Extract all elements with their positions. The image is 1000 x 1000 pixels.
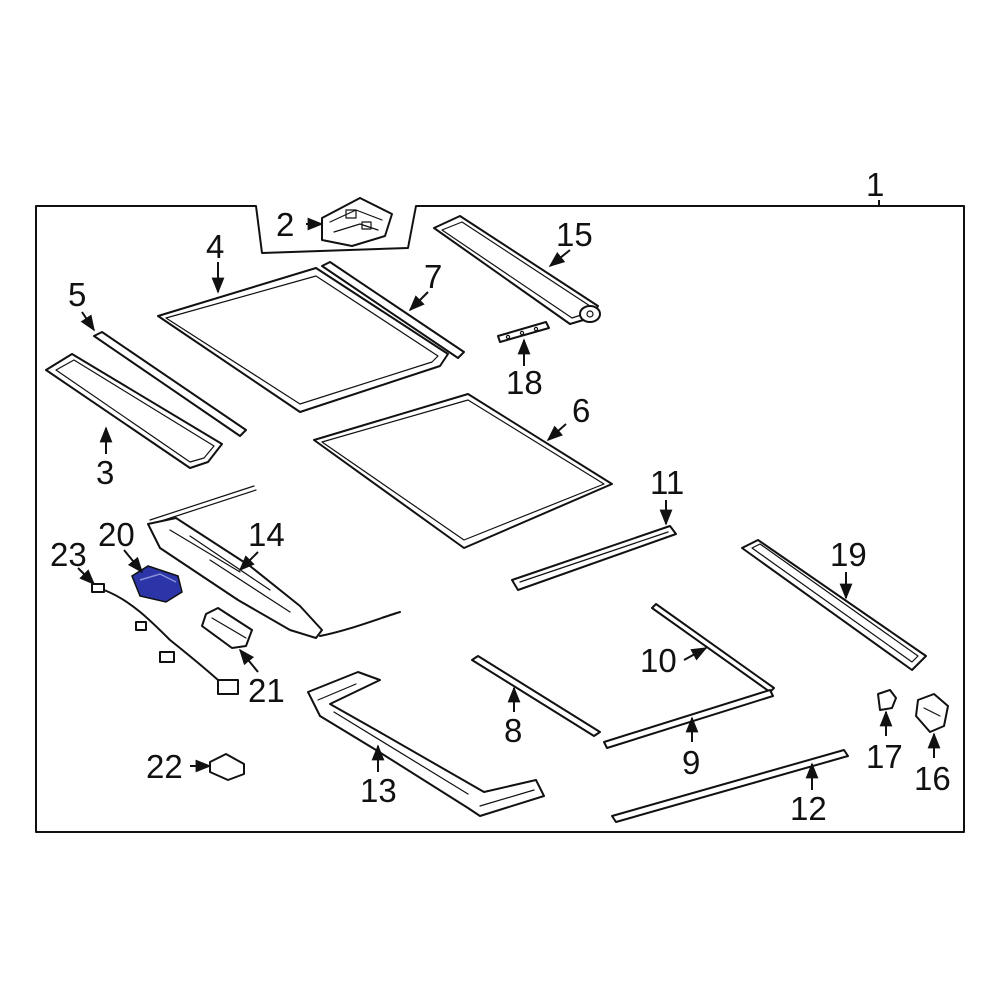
leader-23 — [77, 567, 96, 586]
callout-15: 15 — [556, 216, 593, 253]
callout-9: 9 — [682, 744, 700, 781]
part-21-control-module — [201, 607, 253, 649]
callout-21: 21 — [248, 672, 285, 709]
callout-1: 1 — [866, 166, 884, 203]
leader-5 — [80, 311, 95, 332]
leader-15 — [548, 249, 571, 267]
leader-10 — [683, 647, 708, 661]
part-15-sunshade — [433, 215, 601, 325]
callout-11: 11 — [650, 464, 684, 501]
callout-3: 3 — [96, 454, 114, 491]
callout-8: 8 — [504, 712, 522, 749]
part-12-trim-strip — [611, 749, 849, 823]
part-3-rear-glass — [45, 353, 223, 469]
callout-16: 16 — [914, 760, 951, 797]
callout-2: 2 — [276, 206, 294, 243]
callout-4: 4 — [206, 228, 224, 265]
part-14-guide-assembly — [147, 485, 401, 639]
leader-7 — [408, 291, 429, 312]
callout-6: 6 — [572, 392, 590, 429]
leader-14 — [238, 551, 259, 572]
part-8-side-seal — [471, 655, 601, 737]
callout-5: 5 — [68, 276, 86, 313]
part-10-side-seal — [651, 603, 775, 693]
part-23-wiring-harness — [91, 583, 239, 695]
callout-10: 10 — [640, 642, 677, 679]
part-11-front-rail — [511, 525, 677, 591]
part-7-seal-strip — [321, 261, 465, 359]
callout-14: 14 — [248, 516, 285, 553]
callout-12: 12 — [790, 790, 827, 827]
callout-20: 20 — [98, 516, 135, 553]
part-18-rail — [497, 321, 550, 343]
callout-17: 17 — [866, 738, 903, 775]
callout-7: 7 — [424, 258, 442, 295]
part-17-clip — [877, 689, 897, 711]
part-19-side-rail — [741, 539, 927, 671]
leader-20 — [123, 549, 144, 574]
part-2-bracket — [321, 197, 393, 247]
assembly-frame — [35, 205, 965, 833]
part-4-front-glass — [157, 267, 449, 413]
part-5-seal-strip — [93, 331, 247, 437]
part-20-motor — [131, 565, 183, 603]
leader-21 — [238, 648, 259, 673]
callout-18: 18 — [506, 364, 543, 401]
part-22-connector — [209, 753, 245, 781]
callout-23: 23 — [50, 536, 87, 573]
callout-19: 19 — [830, 536, 867, 573]
leader-6 — [546, 423, 567, 442]
part-6-frame-seal — [313, 393, 613, 549]
part-16-bracket — [915, 693, 949, 733]
callout-13: 13 — [360, 772, 397, 809]
callout-22: 22 — [146, 748, 183, 785]
part-9-lower-seal — [603, 689, 774, 749]
